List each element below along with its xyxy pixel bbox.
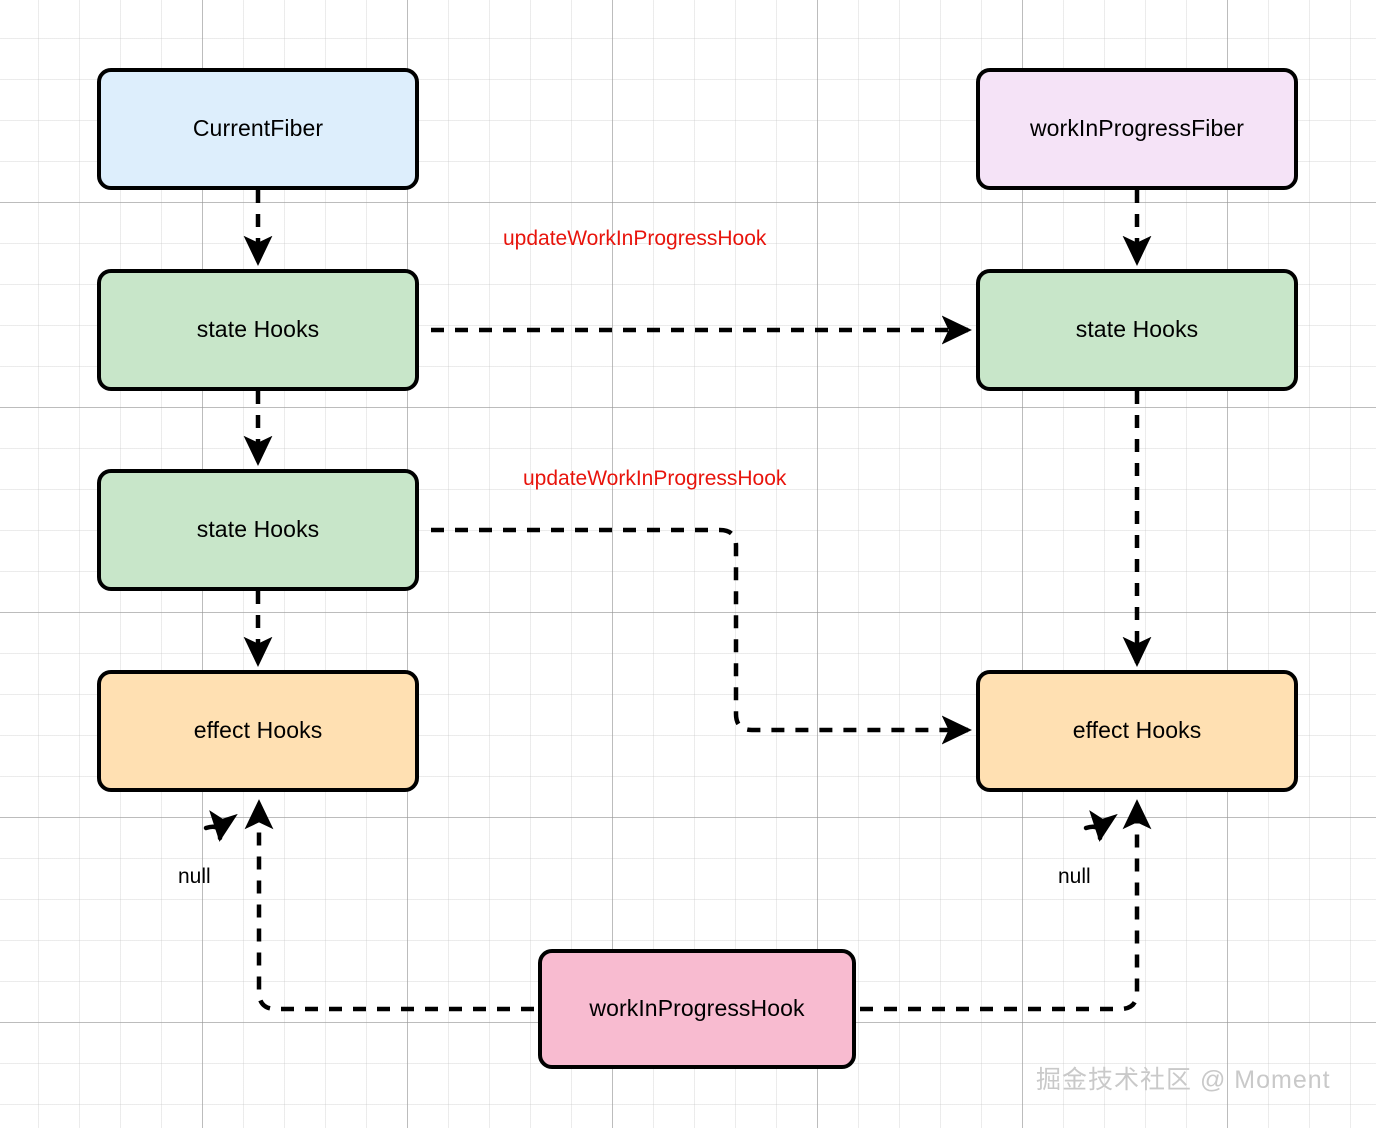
- node-current-effect-hook-label: effect Hooks: [193, 717, 323, 744]
- node-current-state-hook-2[interactable]: state Hooks: [97, 469, 419, 591]
- edge-wip-hook-to-wip-effect-hook: [860, 799, 1152, 1012]
- null-label-right: null: [1058, 865, 1091, 888]
- node-wip-fiber[interactable]: workInProgressFiber: [976, 68, 1298, 190]
- node-wip-effect-hook-label: effect Hooks: [1072, 717, 1202, 744]
- edge-label-update-wip-hook-2: updateWorkInProgressHook: [523, 467, 787, 490]
- edge-update-wip-hook-effect-elbow: [431, 527, 972, 745]
- watermark: 掘金技术社区 @ Moment: [1036, 1066, 1331, 1094]
- node-current-fiber[interactable]: CurrentFiber: [97, 68, 419, 190]
- node-wip-hook[interactable]: workInProgressHook: [538, 949, 856, 1069]
- null-hook-glyph-left: [203, 810, 238, 842]
- null-hook-glyph-right: [1083, 810, 1118, 842]
- node-current-state-hook-1[interactable]: state Hooks: [97, 269, 419, 391]
- node-wip-effect-hook[interactable]: effect Hooks: [976, 670, 1298, 792]
- node-current-effect-hook[interactable]: effect Hooks: [97, 670, 419, 792]
- node-current-state-hook-1-label: state Hooks: [196, 316, 320, 343]
- node-wip-state-hook-1[interactable]: state Hooks: [976, 269, 1298, 391]
- edge-label-update-wip-hook-1: updateWorkInProgressHook: [503, 227, 767, 250]
- node-current-fiber-label: CurrentFiber: [192, 115, 324, 142]
- node-wip-state-hook-1-label: state Hooks: [1075, 316, 1199, 343]
- node-current-state-hook-2-label: state Hooks: [196, 516, 320, 543]
- edge-wip-hook-to-current-effect-hook: [244, 799, 534, 1012]
- node-wip-fiber-label: workInProgressFiber: [1029, 115, 1245, 142]
- null-label-left: null: [178, 865, 211, 888]
- node-wip-hook-label: workInProgressHook: [589, 995, 805, 1022]
